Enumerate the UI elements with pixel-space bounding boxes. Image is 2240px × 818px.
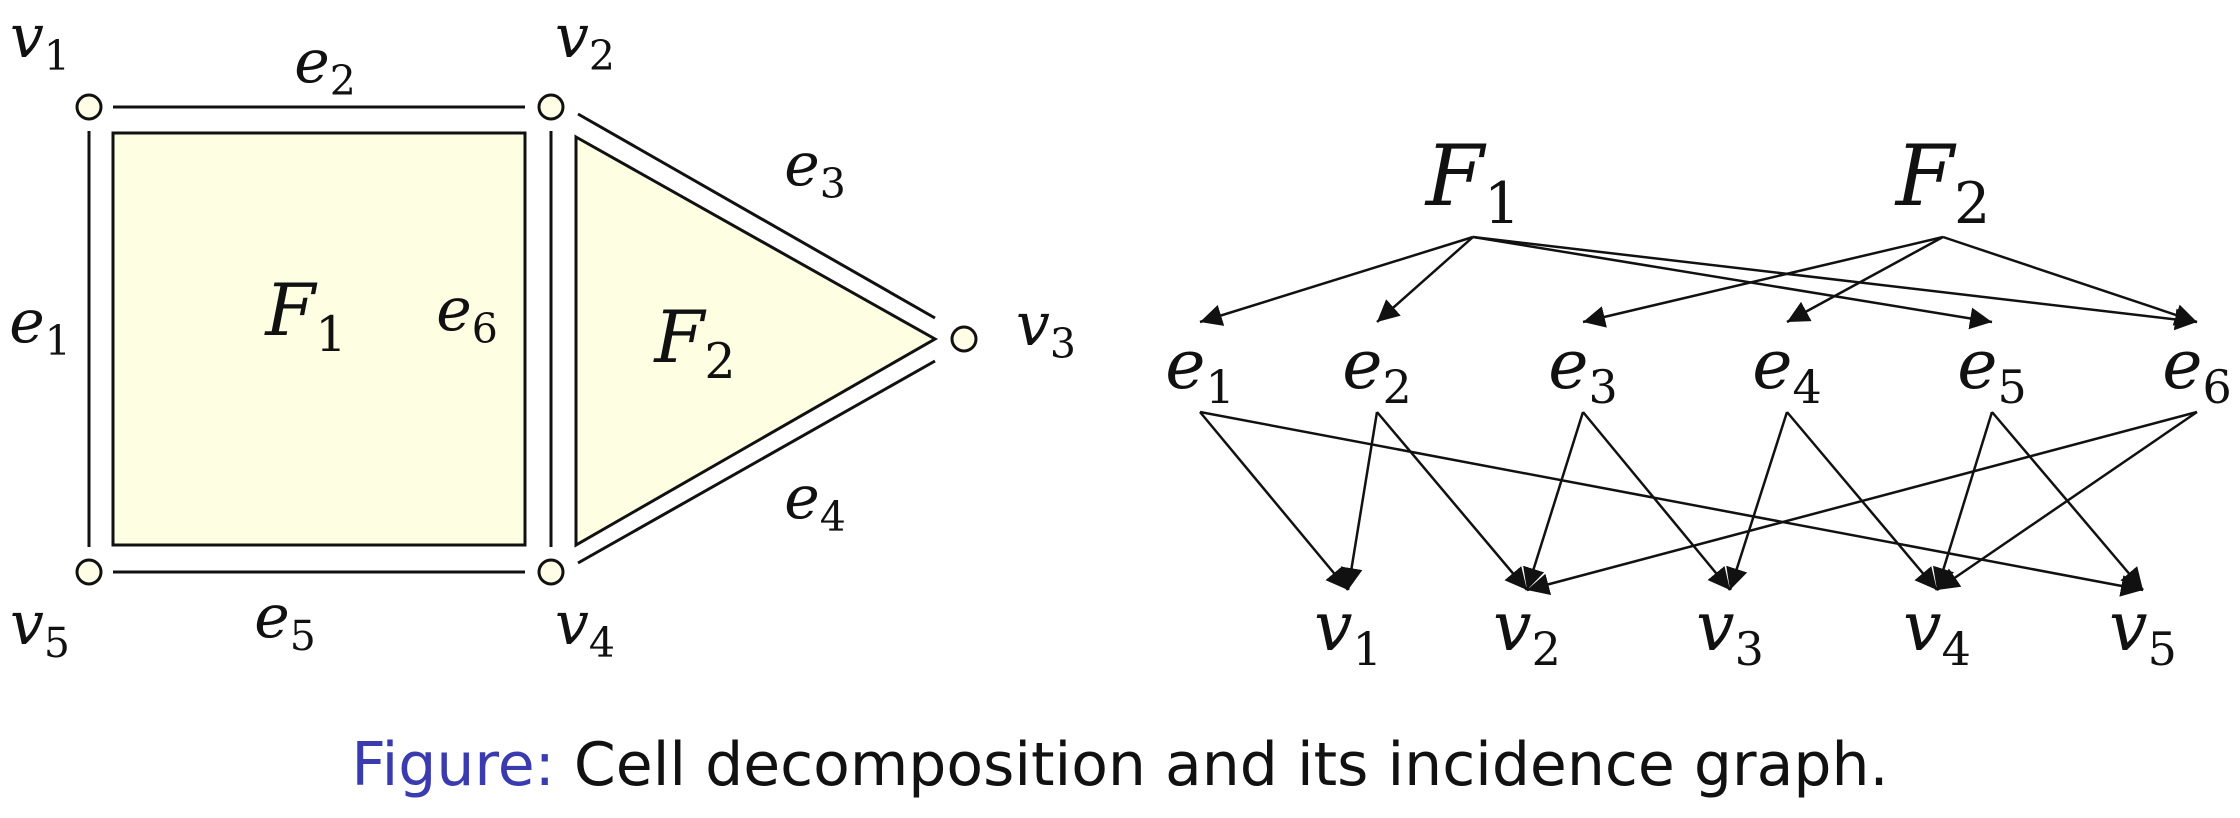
edge-e3-line: [577, 112, 936, 320]
graph-node-e1: e1: [1165, 326, 1235, 414]
arc-e2-v2: [1376, 411, 1528, 591]
graph-node-e6: e6: [2162, 326, 2232, 414]
edge-e4-line: [577, 359, 936, 565]
incidence-graph: F1 F2 e1 e2 e3 e4 e5 e6 v1 v2 v3 v4 v5: [1165, 127, 2232, 676]
graph-node-v2: v2: [1493, 588, 1561, 676]
complex-label-F1: F1: [263, 268, 346, 363]
arc-e3-v2: [1523, 411, 1585, 591]
complex-label-v5: v5: [10, 589, 70, 667]
arc-e4-v3: [1726, 411, 1789, 591]
graph-node-v1: v1: [1314, 588, 1382, 676]
arc-e1-v5: [1199, 410, 2144, 597]
vertex-v4-dot: [537, 558, 565, 586]
arc-F1-e5: [1472, 235, 1993, 330]
graph-node-v5: v5: [2109, 588, 2177, 676]
complex-label-e4: e4: [784, 463, 846, 541]
arc-F1-e2: [1376, 236, 1474, 323]
arc-e6-v4: [1936, 410, 2198, 592]
arc-e2-v1: [1340, 411, 1379, 591]
complex-label-e3: e3: [784, 130, 846, 208]
caption-label: Figure:: [351, 730, 555, 800]
arc-e6-v2: [1526, 410, 2198, 595]
vertex-v3-dot: [950, 325, 978, 353]
graph-node-e5: e5: [1957, 326, 2027, 414]
complex-label-v4: v4: [555, 589, 615, 667]
graph-node-F2: F2: [1894, 127, 1991, 237]
arc-F2-e3: [1582, 235, 1944, 328]
face-f2-region: [574, 134, 939, 548]
complex-label-v2: v2: [555, 2, 615, 80]
arc-e5-v4: [1932, 411, 1994, 591]
graph-node-F1: F1: [1424, 127, 1521, 237]
complex-label-F2: F2: [652, 295, 735, 390]
complex-label-e6: e6: [436, 275, 498, 353]
graph-node-e4: e4: [1752, 326, 1822, 414]
figure-caption: Figure: Cell decomposition and its incid…: [0, 730, 2240, 800]
vertex-v2-dot: [537, 93, 565, 121]
vertex-v5-dot: [75, 558, 103, 586]
complex-label-v1: v1: [10, 2, 70, 80]
arc-F1-e1: [1199, 235, 1474, 326]
graph-node-v3: v3: [1696, 588, 1764, 676]
graph-node-v4: v4: [1903, 588, 1971, 676]
vertex-v1-dot: [75, 93, 103, 121]
graph-node-e3: e3: [1548, 326, 1618, 414]
complex-label-e2: e2: [294, 27, 356, 105]
arc-F2-e4: [1786, 235, 1944, 324]
graph-node-e2: e2: [1342, 326, 1412, 414]
complex-label-v3: v3: [1016, 290, 1076, 368]
arc-e1-v1: [1199, 411, 1349, 591]
arc-F1-e6: [1472, 235, 2198, 331]
complex-label-e5: e5: [254, 582, 316, 660]
caption-text: Cell decomposition and its incidence gra…: [554, 730, 1889, 800]
arc-F2-e6: [1942, 235, 2198, 326]
arc-e3-v3: [1582, 411, 1731, 591]
complex-label-e1: e1: [9, 287, 71, 365]
face-f1-region: [111, 131, 527, 547]
cell-complex: v1 v2 v3 v4 v5 e1 e2 e3 e4 e5 e6 F1 F2: [9, 2, 1076, 667]
